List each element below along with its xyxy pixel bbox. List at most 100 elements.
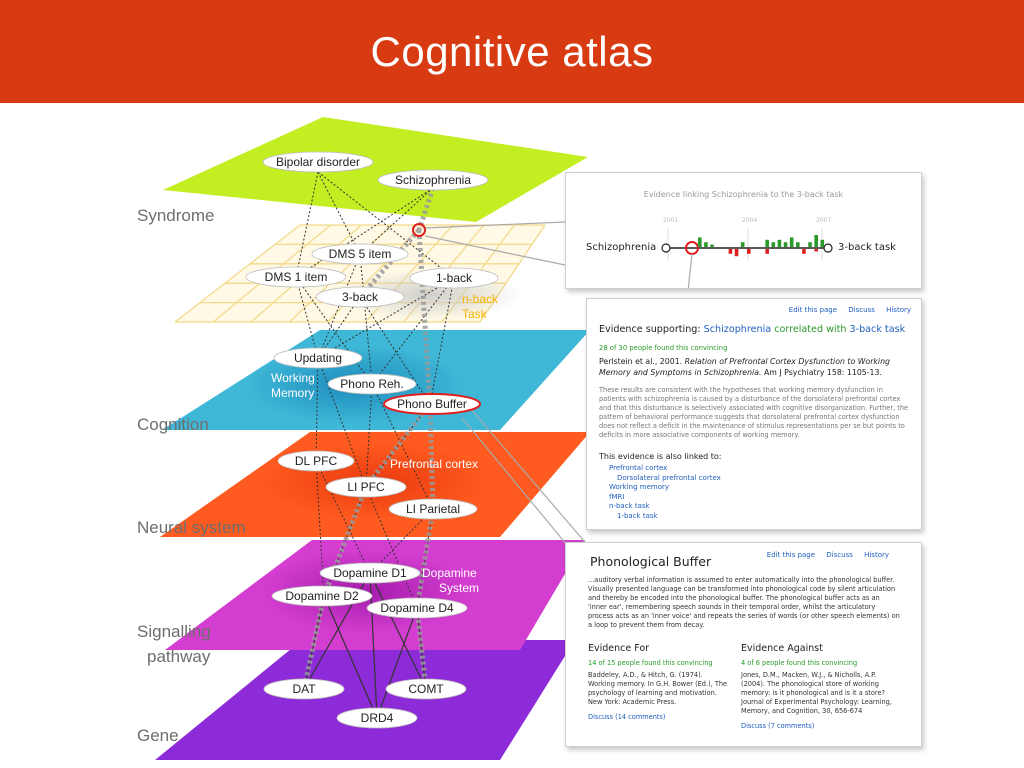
node-schizophrenia[interactable]: Schizophrenia — [377, 169, 489, 191]
node-dat[interactable]: DAT — [263, 678, 345, 700]
linked-fmri[interactable]: fMRI — [609, 492, 625, 501]
concept-history-link[interactable]: History — [864, 551, 889, 559]
working-memory-label-2: Memory — [271, 386, 314, 400]
node-label: Phono Reh. — [340, 377, 403, 391]
node-ellipse — [311, 243, 409, 265]
concept-title: Phonological Buffer — [590, 554, 712, 569]
node-label: DAT — [292, 682, 316, 696]
system-label: System — [439, 581, 479, 595]
concept-description: ...auditory verbal information is assume… — [588, 576, 900, 629]
year-2001: 2001 — [663, 217, 679, 224]
node-ellipse — [315, 286, 405, 308]
prefrontal-cortex-label: Prefrontal cortex — [390, 457, 478, 471]
citation: Perlstein et al., 2001. Relation of Pref… — [599, 357, 890, 377]
evidence-chart-panel: Evidence linking Schizophrenia to the 3-… — [565, 172, 922, 289]
level-label-gene: Gene — [137, 726, 179, 745]
evidence-for-discuss-link[interactable]: Discuss (14 comments) — [588, 713, 666, 721]
node-dopamine-d1[interactable]: Dopamine D1 — [319, 562, 421, 584]
support-bar — [771, 242, 776, 247]
against-bar — [814, 249, 818, 252]
evidence-highlight-marker[interactable] — [412, 223, 426, 237]
chart-right-label[interactable]: 3-back task — [838, 242, 896, 253]
node-ellipse — [388, 498, 478, 520]
gene-layer — [155, 640, 575, 760]
node-dlpfc[interactable]: DL PFC — [277, 450, 355, 472]
edit-page-link[interactable]: Edit this page — [788, 306, 838, 314]
support-bar — [796, 242, 800, 247]
node-label: DMS 1 item — [265, 270, 328, 284]
also-linked-list: Prefrontal cortex Dorsolateral prefronta… — [609, 464, 721, 522]
concept-panel: Edit this page Discuss History Phonologi… — [565, 542, 922, 747]
evidence-against-convincing: 4 of 6 people found this convincing — [741, 659, 858, 667]
node-label: Dopamine D4 — [380, 601, 454, 615]
task-label: Task — [462, 307, 488, 321]
node-threeback[interactable]: 3-back — [315, 286, 405, 308]
node-oneback[interactable]: 1-back — [409, 267, 499, 289]
node-ellipse — [273, 347, 363, 369]
node-phono-reh[interactable]: Phono Reh. — [327, 373, 417, 395]
node-lipfc[interactable]: LI PFC — [325, 476, 407, 498]
support-bar — [704, 242, 708, 247]
node-label: DL PFC — [295, 454, 338, 468]
node-ellipse — [263, 678, 345, 700]
level-label-neural-system: Neural system — [137, 518, 246, 537]
linked-dorsolateral-pfc[interactable]: Dorsolateral prefrontal cortex — [617, 473, 721, 482]
evidence-abstract: These results are consistent with the hy… — [599, 386, 909, 439]
concept-panel-links: Edit this page Discuss History — [758, 551, 889, 559]
working-memory-label: Working — [271, 371, 315, 385]
node-ellipse — [319, 562, 421, 584]
node-bipolar[interactable]: Bipolar disorder — [262, 151, 374, 173]
linked-n-back-task[interactable]: n-back task — [609, 502, 650, 511]
node-dms5[interactable]: DMS 5 item — [311, 243, 409, 265]
evidence-against-column: Evidence Against 4 of 6 people found thi… — [741, 643, 899, 730]
task-link[interactable]: 3-back task — [849, 324, 906, 335]
node-ellipse — [385, 678, 467, 700]
year-2004: 2004 — [742, 217, 758, 224]
evidence-for-convincing: 14 of 15 people found this convincing — [588, 659, 713, 667]
linked-1-back-task[interactable]: 1-back task — [617, 511, 658, 520]
evidence-supporting-heading: Evidence supporting: Schizophrenia corre… — [599, 324, 906, 335]
support-bar — [740, 242, 745, 247]
concept-edit-page-link[interactable]: Edit this page — [766, 551, 816, 559]
node-label: Schizophrenia — [395, 173, 471, 187]
linked-working-memory[interactable]: Working memory — [609, 483, 670, 492]
node-dopamine-d2[interactable]: Dopamine D2 — [271, 585, 373, 607]
title-bar: Cognitive atlas — [0, 0, 1024, 103]
level-label-pathway: pathway — [147, 647, 211, 666]
node-drd4[interactable]: DRD4 — [336, 707, 418, 729]
node-ellipse — [377, 169, 489, 191]
evidence-panel-links: Edit this page Discuss History — [780, 306, 911, 314]
support-bar — [814, 235, 818, 247]
convincing-count: 28 of 30 people found this convincing — [599, 344, 728, 352]
support-bar — [808, 242, 812, 247]
discuss-link[interactable]: Discuss — [848, 306, 875, 314]
callout-lines — [424, 221, 591, 549]
evidence-for-column: Evidence For 14 of 15 people found this … — [588, 643, 728, 721]
page-title: Cognitive atlas — [370, 27, 654, 75]
syndrome-layer — [163, 117, 588, 222]
node-updating[interactable]: Updating — [273, 347, 363, 369]
chart-left-label[interactable]: Schizophrenia — [586, 242, 657, 253]
also-linked-heading: This evidence is also linked to: — [599, 452, 722, 461]
support-bar — [765, 239, 769, 247]
node-label: LI PFC — [347, 480, 385, 494]
level-label-syndrome: Syndrome — [137, 206, 214, 225]
node-dopamine-d4[interactable]: Dopamine D4 — [366, 597, 468, 619]
support-bar — [789, 237, 794, 247]
node-label: Updating — [294, 351, 342, 365]
node-comt[interactable]: COMT — [385, 678, 467, 700]
against-bar — [802, 249, 806, 254]
node-dms1[interactable]: DMS 1 item — [245, 266, 347, 288]
concept-discuss-link[interactable]: Discuss — [826, 551, 853, 559]
node-ellipse — [262, 151, 374, 173]
against-bar — [765, 249, 769, 254]
node-phono-buffer[interactable]: Phono Buffer — [383, 393, 481, 415]
evidence-against-discuss-link[interactable]: Discuss (7 comments) — [741, 722, 815, 730]
node-liparietal[interactable]: LI Parietal — [388, 498, 478, 520]
history-link[interactable]: History — [886, 306, 911, 314]
level-label-signalling: Signalling — [137, 622, 211, 641]
concept-link[interactable]: Schizophrenia — [703, 324, 772, 335]
node-ellipse — [366, 597, 468, 619]
linked-prefrontal-cortex[interactable]: Prefrontal cortex — [609, 464, 668, 472]
evidence-against-heading: Evidence Against — [741, 643, 823, 654]
